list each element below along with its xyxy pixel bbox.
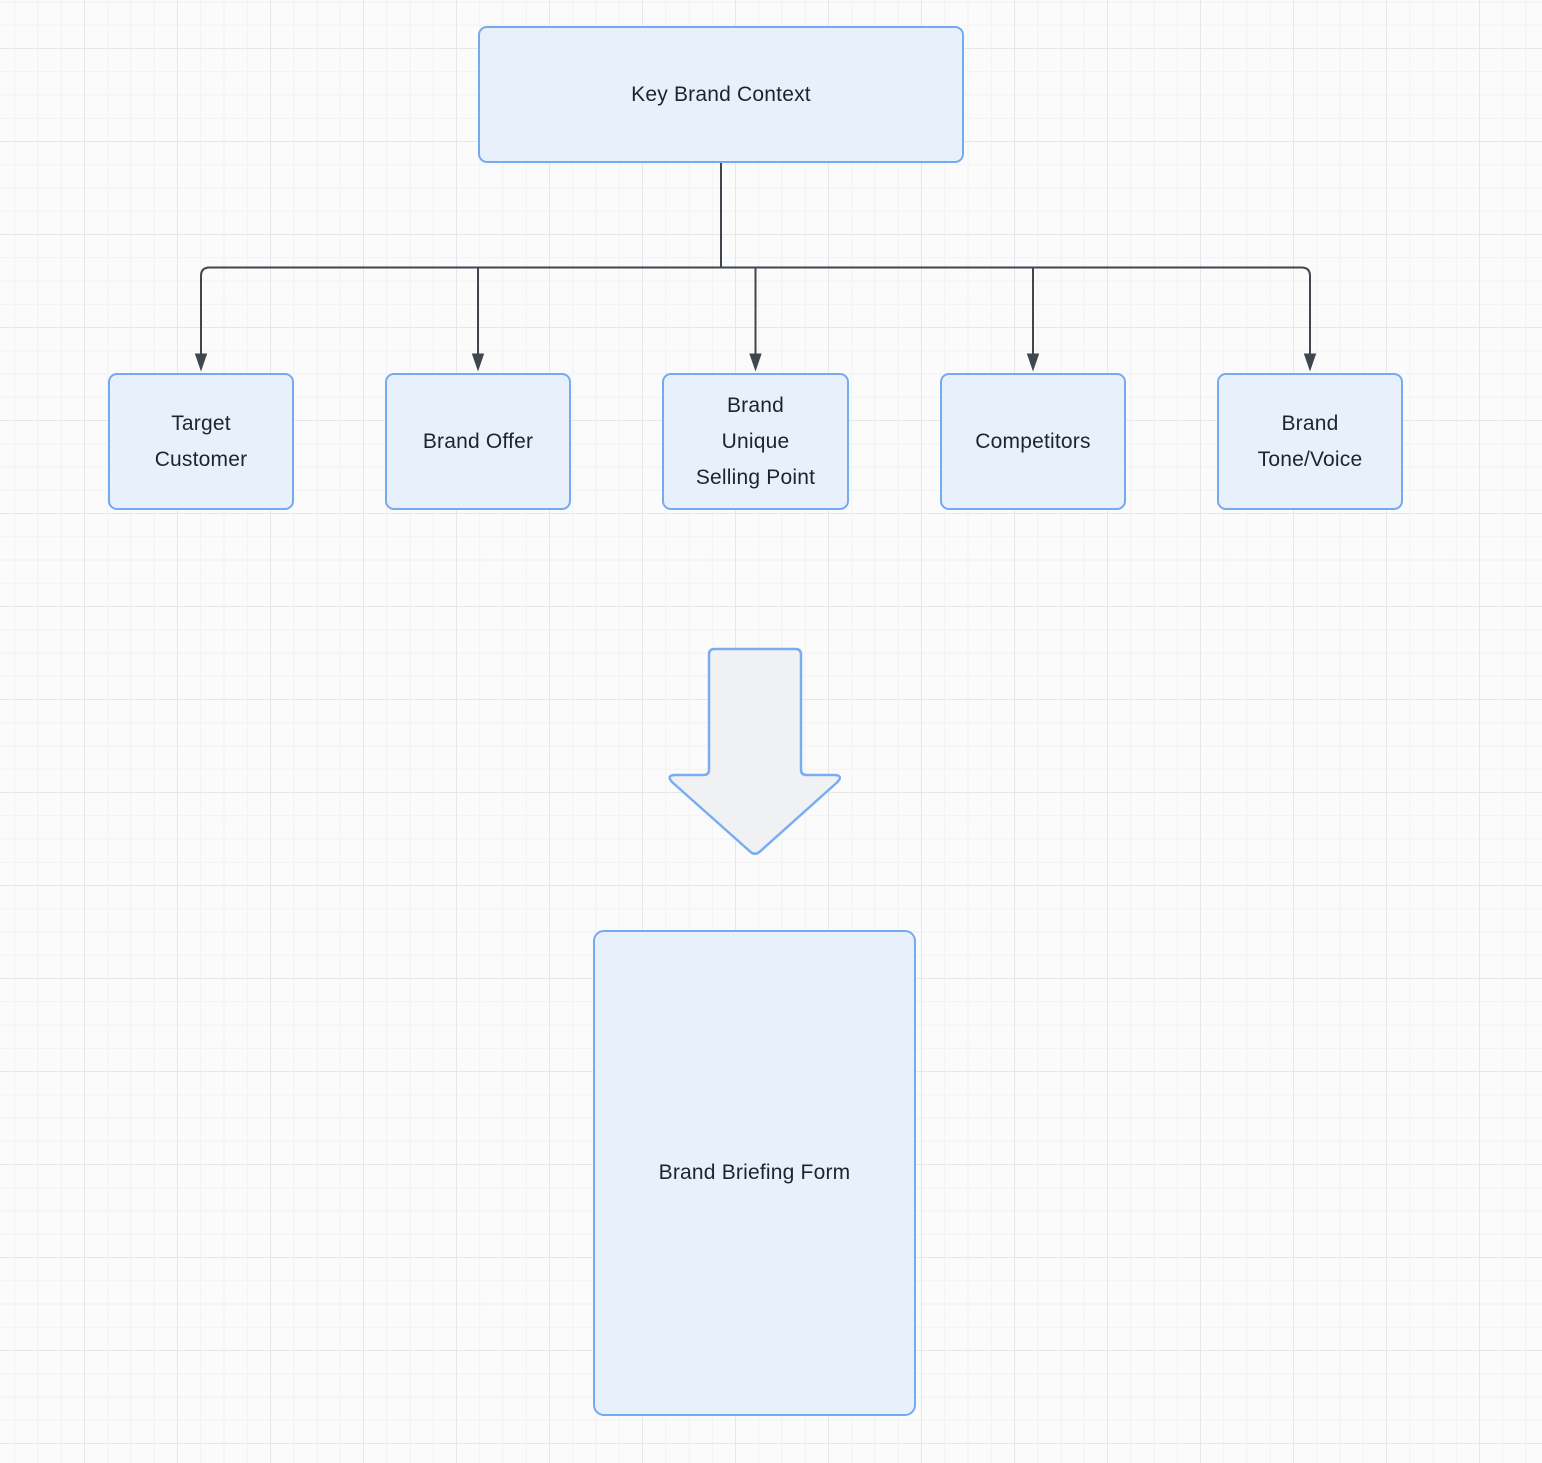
node-brand-tone-voice[interactable]: Brand Tone/Voice	[1217, 373, 1403, 510]
edge-rail	[200, 266, 1311, 277]
node-target-customer[interactable]: Target Customer	[108, 373, 294, 510]
node-label: Brand Unique Selling Point	[695, 393, 816, 489]
arrowhead-icon	[1303, 353, 1317, 372]
down-arrow-shape[interactable]	[668, 647, 842, 855]
edge-lines	[200, 163, 1311, 355]
node-label: Brand Tone/Voice	[1257, 411, 1363, 471]
node-label: Target Customer	[154, 411, 248, 471]
node-label: Key Brand Context	[631, 82, 811, 106]
arrowhead-icon	[749, 353, 762, 372]
arrowhead-icon	[471, 353, 485, 372]
arrowhead-icon	[1026, 353, 1040, 372]
node-brand-unique-selling-point[interactable]: Brand Unique Selling Point	[662, 373, 849, 510]
node-brand-briefing-form[interactable]: Brand Briefing Form	[593, 930, 916, 1416]
node-label: Brand Offer	[422, 429, 534, 453]
node-competitors[interactable]: Competitors	[940, 373, 1126, 510]
edge-arrowheads	[194, 353, 1317, 372]
arrowhead-icon	[194, 353, 208, 372]
node-label: Brand Briefing Form	[658, 1161, 851, 1184]
node-brand-offer[interactable]: Brand Offer	[385, 373, 571, 510]
node-label: Competitors	[975, 429, 1091, 453]
node-key-brand-context[interactable]: Key Brand Context	[478, 26, 964, 163]
